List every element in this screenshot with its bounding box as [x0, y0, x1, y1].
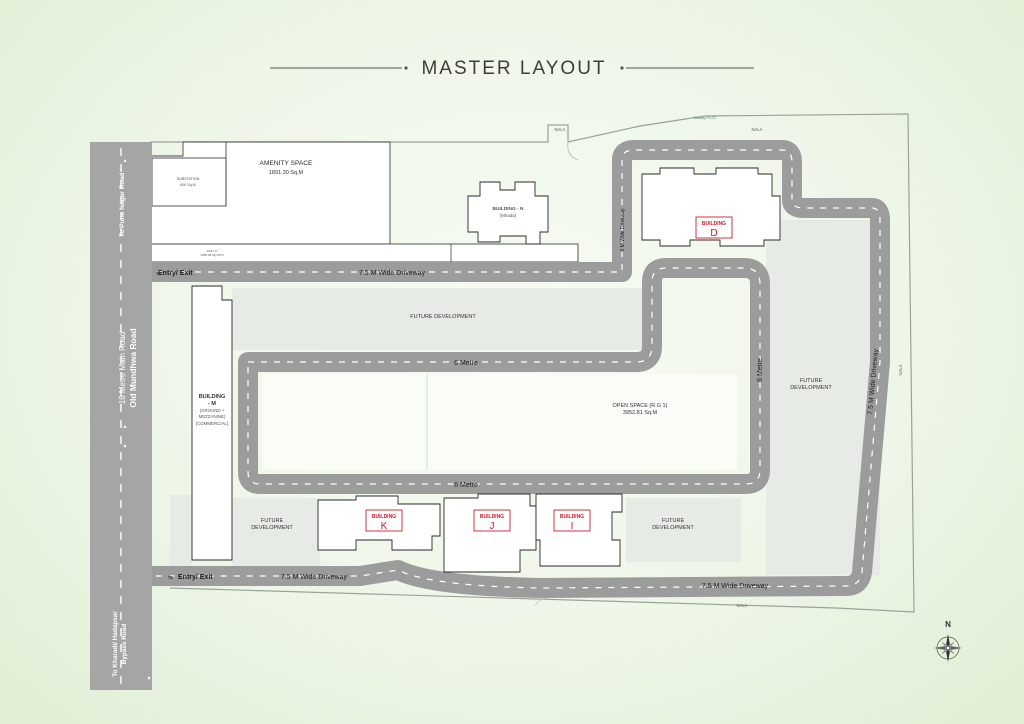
- building-m-line1: BUILDING: [199, 394, 226, 400]
- building-n-label: BUILDING - N: [493, 206, 524, 212]
- top-driveway-label: 7.5 M Wide Driveway: [359, 270, 426, 277]
- amenity-space-area: 1891.30 Sq.M: [269, 170, 304, 176]
- to-kharadi-label-2: Bypass Road: [121, 624, 128, 665]
- building-d[interactable]: [641, 167, 781, 247]
- nala-top-right: NALA: [752, 127, 763, 132]
- strip-label-2: 1955.38 SQ.MTS: [200, 253, 223, 257]
- bottom-right-driveway-label: 7.5 M Wide Driveway: [702, 583, 769, 590]
- building-n[interactable]: [467, 181, 549, 245]
- building-j-letter: J: [490, 521, 495, 532]
- future-mid-line1: FUTURE: [662, 518, 685, 524]
- building-m-line3: (GROUND +: [200, 408, 225, 413]
- future-development-strip: [170, 495, 192, 570]
- open-space-name: OPEN SPACE (R.G 1): [613, 403, 668, 409]
- entry-arrow-icon-2: ⇆: [168, 574, 173, 581]
- building-m-line5: [COMMERCIAL]: [196, 421, 228, 426]
- open-space-area: 3952.81 Sq.M: [623, 410, 658, 416]
- building-j[interactable]: [443, 493, 537, 573]
- site-boundary: [150, 113, 915, 613]
- building-j-label: BUILDING: [480, 514, 504, 520]
- future-left-line2: DEVELOPMENT: [251, 525, 293, 531]
- building-i-tag: [553, 509, 591, 532]
- nala-top-left: NALA: [555, 127, 566, 132]
- bottom-entry-label: Entry/ Exit: [178, 574, 213, 581]
- building-m[interactable]: [191, 285, 233, 561]
- nala-bottom-curve: [534, 596, 561, 607]
- arrow-up-icon: ▲: [123, 158, 128, 164]
- loop-right-label: 6 Metre: [757, 358, 764, 382]
- nala-bottom: NALA: [737, 603, 748, 608]
- building-k-tag: [365, 509, 403, 532]
- building-d-letter: D: [710, 228, 717, 239]
- building-i-label: BUILDING: [560, 514, 584, 520]
- building-n-subtitle: (Mhada): [500, 213, 517, 218]
- entry-arrow-icon: ⇆: [156, 270, 161, 277]
- building-m-line4: MEZZANINE): [199, 414, 226, 419]
- compass-icon: [934, 634, 962, 662]
- main-road-label-1: 18 Metre Main Road: [118, 332, 127, 404]
- amenity-space-name: AMENITY SPACE: [260, 160, 313, 167]
- substation-plot: [151, 157, 227, 207]
- bottom-driveway-label: 7.5 M Wide Driveway: [281, 574, 348, 581]
- compass-north-label: N: [945, 620, 951, 629]
- loop-top-label: 6 Metre: [454, 360, 478, 367]
- building-k-label: BUILDING: [372, 514, 396, 520]
- nala-right: NALA: [898, 364, 903, 375]
- page-title: MASTER LAYOUT: [421, 58, 606, 79]
- building-j-tag: [473, 509, 511, 532]
- arrow-up-icon-2: ▲: [123, 424, 128, 430]
- future-development-top-area: [232, 288, 642, 350]
- strip-label-1: DTE I.U: [207, 249, 218, 253]
- driveway-network: [152, 140, 890, 598]
- building-i-letter: I: [571, 521, 574, 532]
- arrow-down-icon: ▼: [123, 444, 128, 450]
- future-left-line1: FUTURE: [261, 518, 284, 524]
- building-k-letter: K: [381, 521, 388, 532]
- to-kharadi-label-1: To Kharadi/ Hadapsar: [112, 611, 119, 677]
- loop-bottom-label: 6 Metre: [454, 482, 478, 489]
- future-development-left-area: [232, 498, 320, 566]
- future-right-line2: DEVELOPMENT: [790, 385, 832, 391]
- building-d-tag: [695, 216, 733, 239]
- railway-plot-label: Railway PLOT: [694, 116, 718, 120]
- building-d-label: BUILDING: [702, 221, 726, 227]
- building-m-line2: - M: [208, 401, 216, 407]
- to-pune-label: To Pune Nagar Road: [119, 173, 126, 237]
- open-space-area: [262, 374, 737, 470]
- title-dot-right: [620, 66, 624, 70]
- top-entry-label: Entry/ Exit: [158, 270, 193, 277]
- future-development-top: FUTURE DEVELOPMENT: [410, 314, 476, 320]
- substation-name: SUBSTATION: [177, 177, 200, 181]
- future-right-line1: FUTURE: [800, 378, 823, 384]
- future-mid-line2: DEVELOPMENT: [652, 525, 694, 531]
- title-dot-left: [404, 66, 408, 70]
- future-development-mid-area: [626, 498, 741, 562]
- arrow-down-icon-2: ▼: [147, 676, 152, 682]
- main-road-label-2: Old Mundhwa Road: [128, 328, 138, 407]
- six-m-driveway-label: 6 M Wide Driveway: [620, 208, 626, 252]
- nala-curve: [567, 141, 579, 161]
- substation-area: 600 Sq.M: [180, 183, 195, 187]
